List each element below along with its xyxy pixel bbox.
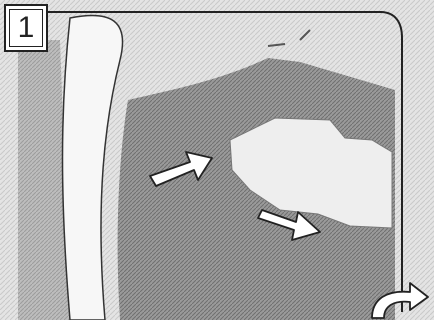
step-number: 1 bbox=[9, 9, 43, 47]
step-badge: 1 bbox=[4, 4, 48, 52]
